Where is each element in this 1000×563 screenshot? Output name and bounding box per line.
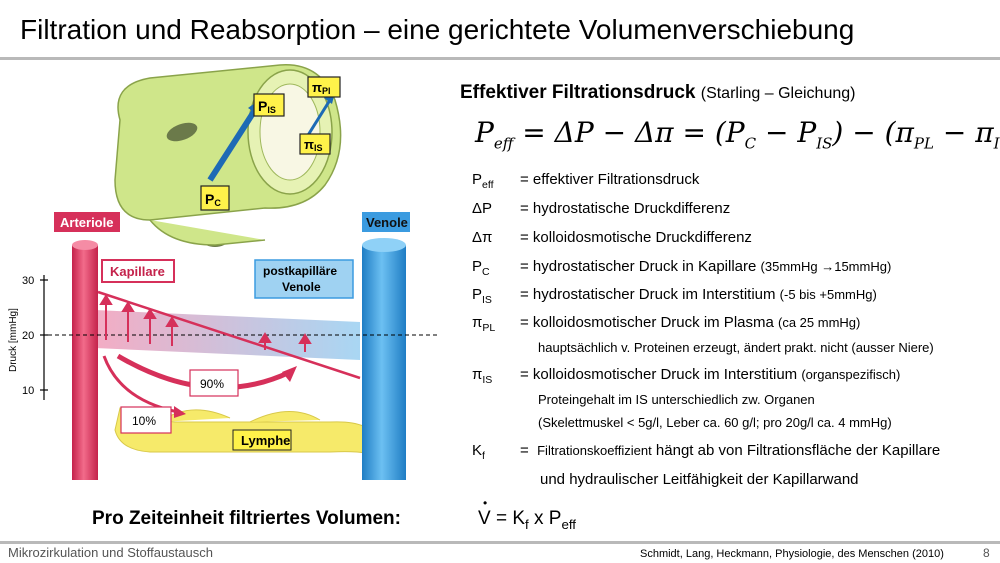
volume-label: Pro Zeiteinheit filtriertes Volumen:	[92, 508, 401, 529]
svg-text:30: 30	[22, 275, 34, 287]
hydrostatic-pressure-line	[97, 290, 361, 380]
svg-text:Venole: Venole	[366, 215, 408, 230]
svg-text:90%: 90%	[200, 377, 224, 391]
title-divider	[0, 57, 1000, 60]
svg-text:20: 20	[22, 330, 34, 342]
svg-text:πIS: πIS	[304, 137, 322, 153]
filtration-arrow	[207, 108, 258, 182]
svg-text:Lymphe: Lymphe	[241, 433, 290, 448]
volume-formula: V = Kf x Peff	[478, 496, 576, 532]
svg-text:10%: 10%	[132, 414, 156, 428]
is-note-1: Proteingehalt im IS unterschiedlich zw. …	[538, 392, 815, 407]
label-pi-pl: πPl	[307, 76, 341, 98]
svg-text:Kapillare: Kapillare	[110, 264, 165, 279]
effective-pressure-heading: Effektiver Filtrationsdruck (Starling – …	[460, 82, 855, 104]
page-number: 8	[983, 546, 990, 560]
lymph-flow-arrow	[102, 355, 179, 414]
pressure-axis: 30 20 10 Druck [mmHg]	[8, 275, 48, 400]
label-pi-is: πIS	[299, 133, 331, 155]
plasma-note: hauptsächlich v. Proteinen erzeugt, ände…	[538, 340, 934, 355]
capillary-cell-illustration	[114, 64, 342, 247]
label-p-is: PIS	[253, 93, 285, 117]
arteriole-vessel	[72, 240, 98, 480]
page-title: Filtration und Reabsorption – eine geric…	[20, 14, 855, 45]
starling-formula: Peff = ΔP − Δπ = (PC − PIS) − (πPL − πIS…	[475, 116, 1000, 153]
label-venole: Venole	[362, 212, 410, 232]
heading-sub: (Starling – Gleichung)	[700, 85, 856, 102]
svg-text:10: 10	[22, 385, 34, 397]
capillary-diagram: PIS πPl πIS PC Arteriole Venole	[8, 64, 440, 480]
label-10-percent: 10%	[120, 406, 172, 434]
svg-text:πPl: πPl	[312, 80, 330, 96]
label-lymphe: Lymphe	[232, 429, 292, 451]
filtration-arrows	[99, 294, 312, 352]
venole-vessel	[362, 238, 406, 480]
footer-topic: Mikrozirkulation und Stoffaustausch	[8, 545, 213, 560]
svg-text:Venole: Venole	[282, 280, 321, 294]
svg-text:PIS: PIS	[258, 98, 276, 115]
label-kapillare: Kapillare	[101, 259, 175, 283]
label-postkapillaere-venole: postkapilläre Venole	[254, 259, 354, 299]
footer-divider	[0, 541, 1000, 544]
svg-text:PC: PC	[205, 191, 221, 208]
heading-main: Effektiver Filtrationsdruck	[460, 82, 696, 103]
is-note-2: (Skelettmuskel < 5g/l, Leber ca. 60 g/l;…	[538, 415, 892, 430]
svg-text:Arteriole: Arteriole	[60, 215, 113, 230]
svg-text:Druck [mmHg]: Druck [mmHg]	[8, 308, 19, 372]
svg-text:postkapilläre: postkapilläre	[263, 264, 337, 278]
footer-citation: Schmidt, Lang, Heckmann, Physiologie, de…	[640, 548, 944, 560]
label-arteriole: Arteriole	[54, 212, 120, 232]
label-90-percent: 90%	[189, 369, 239, 397]
label-p-c: PC	[200, 185, 230, 211]
